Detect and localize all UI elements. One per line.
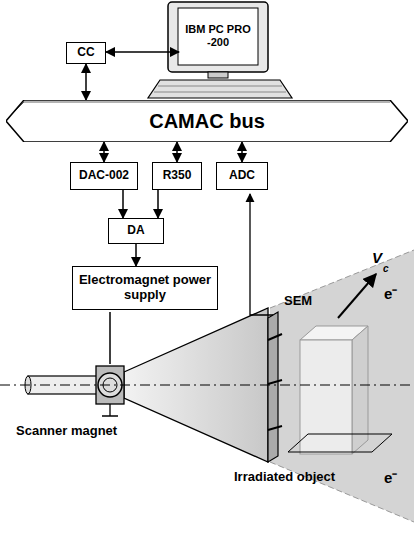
control-box: CC (66, 42, 106, 64)
beam-axis (0, 385, 414, 386)
node-text: CAMAC bus (149, 110, 265, 133)
amplifier-box: DA (108, 218, 164, 244)
electron-label: e⁻ (384, 286, 397, 301)
connector (85, 64, 87, 100)
connector (241, 142, 243, 162)
node-text: ADC (229, 169, 255, 183)
power-supply-box: Electromagnet power supply (72, 266, 218, 310)
sem-plate (268, 312, 282, 462)
node-text: R350 (163, 169, 192, 183)
node-text: CC (77, 46, 94, 60)
connector (106, 51, 179, 53)
computer-screen: IBM PC PRO -200 (179, 10, 257, 62)
velocity-arrow (338, 274, 376, 318)
velocity-label: V (372, 250, 382, 265)
magnet-feed (109, 312, 111, 364)
node-text: DAC-002 (79, 169, 129, 183)
velocity-label: c (383, 264, 389, 274)
connector (176, 142, 178, 162)
connector (103, 142, 105, 162)
module-box: DAC-002 (70, 162, 138, 190)
electron-label: e⁻ (384, 470, 397, 485)
irradiated-object (288, 326, 392, 454)
node-text: IBM PC PRO -200 (183, 23, 253, 48)
pc-monitor (148, 2, 292, 98)
module-box: R350 (152, 162, 202, 190)
detector-label: SEM (284, 294, 312, 307)
module-box: ADC (216, 162, 268, 190)
connector (135, 244, 137, 266)
node-text: DA (127, 224, 144, 238)
node-text: Electromagnet power supply (77, 273, 213, 303)
scanner-magnet (96, 366, 124, 416)
connector (157, 190, 159, 218)
part-label: Scanner magnet (16, 424, 117, 437)
bus-band: CAMAC bus (6, 100, 408, 142)
sem-signal (250, 194, 273, 315)
connector (122, 190, 124, 218)
part-label: Irradiated object (234, 470, 335, 483)
